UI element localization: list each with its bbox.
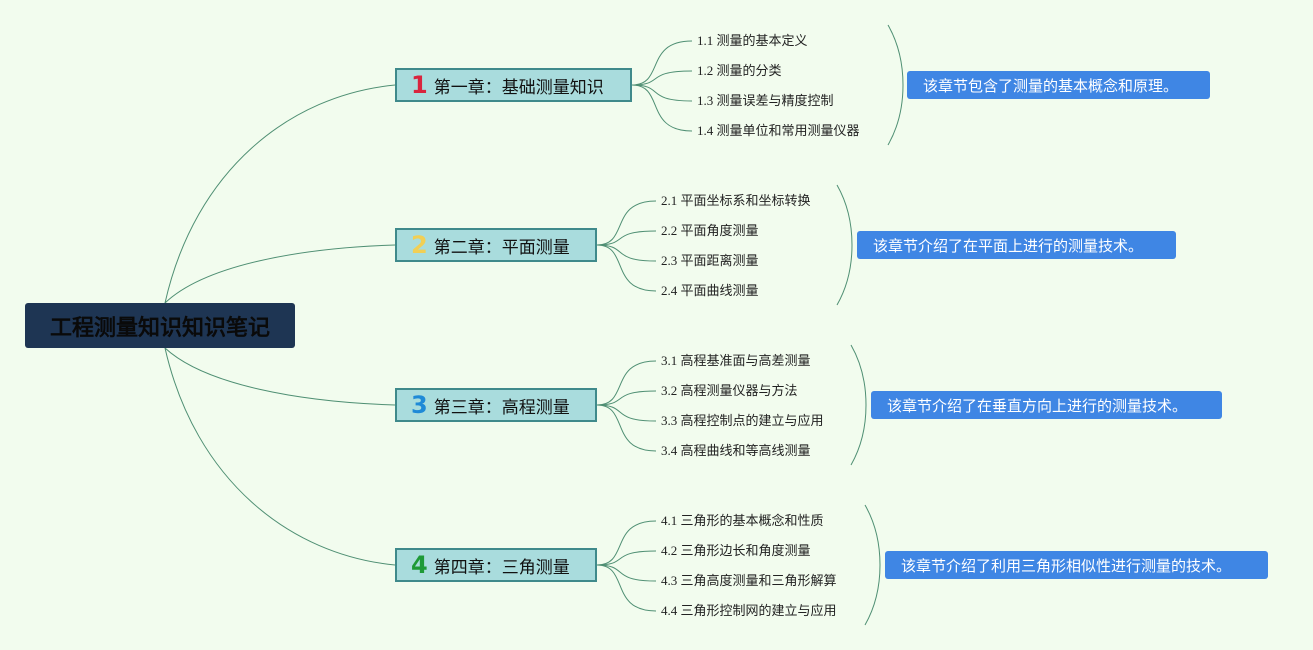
chapter-1-number-marker: 1	[411, 71, 428, 99]
chapter-1-topic[interactable]: 1 第一章：基础测量知识	[395, 68, 632, 102]
section-1-3[interactable]: 1.3 测量误差与精度控制	[697, 93, 834, 108]
chapter-3-summary-text: 该章节介绍了在垂直方向上进行的测量技术。	[887, 396, 1188, 415]
chapter-2-to-section-3-line	[596, 244, 657, 262]
root-to-chapter-3-line	[164, 347, 396, 406]
chapter-2-to-section-1-line	[596, 200, 657, 246]
chapter-4-title: 第四章：三角测量	[433, 557, 570, 578]
section-3-4[interactable]: 3.4 高程曲线和等高线测量	[661, 443, 811, 458]
chapter-1-title: 第一章：基础测量知识	[433, 77, 604, 98]
chapter-3-to-section-1-line	[596, 360, 657, 406]
chapter-3-topic[interactable]: 3 第三章：高程测量	[395, 388, 597, 422]
section-3-2[interactable]: 3.2 高程测量仪器与方法	[661, 383, 798, 398]
chapter-2-summary-text: 该章节介绍了在平面上进行的测量技术。	[873, 236, 1144, 255]
section-2-4[interactable]: 2.4 平面曲线测量	[661, 283, 759, 298]
chapter-2-topic[interactable]: 2 第二章：平面测量	[395, 228, 597, 262]
chapter-3-to-section-4-line	[596, 404, 657, 452]
section-3-3[interactable]: 3.3 高程控制点的建立与应用	[661, 413, 824, 428]
chapter-4-to-section-1-line	[596, 520, 657, 566]
chapter-2-summary-bracket	[836, 184, 853, 306]
chapter-1-summary-bracket	[887, 24, 904, 146]
section-2-3[interactable]: 2.3 平面距离测量	[661, 253, 759, 268]
chapter-4-summary-bracket	[864, 504, 881, 626]
chapter-1-to-section-1-line	[631, 40, 693, 86]
chapter-4-summary[interactable]: 该章节介绍了利用三角形相似性进行测量的技术。	[885, 551, 1268, 579]
chapter-1-to-section-2-line	[631, 70, 693, 86]
section-4-1[interactable]: 4.1 三角形的基本概念和性质	[661, 513, 824, 528]
chapter-3-to-section-3-line	[596, 404, 657, 422]
section-1-2[interactable]: 1.2 测量的分类	[697, 63, 782, 78]
root-to-chapter-1-line	[164, 84, 396, 304]
chapter-4-topic[interactable]: 4 第四章：三角测量	[395, 548, 597, 582]
chapter-3-summary-bracket	[850, 344, 867, 466]
chapter-3-number-marker: 3	[411, 391, 428, 419]
root-topic[interactable]: 工程测量知识知识笔记	[25, 303, 295, 348]
chapter-3-title: 第三章：高程测量	[433, 397, 570, 418]
chapter-2-summary[interactable]: 该章节介绍了在平面上进行的测量技术。	[857, 231, 1176, 259]
root-to-chapter-4-line	[164, 347, 396, 566]
chapter-4-to-section-2-line	[596, 550, 657, 566]
section-2-2[interactable]: 2.2 平面角度测量	[661, 223, 759, 238]
chapter-3-to-section-2-line	[596, 390, 657, 406]
section-2-1[interactable]: 2.1 平面坐标系和坐标转换	[661, 193, 811, 208]
root-title: 工程测量知识知识笔记	[49, 315, 270, 341]
chapter-2-to-section-4-line	[596, 244, 657, 292]
section-4-4[interactable]: 4.4 三角形控制网的建立与应用	[661, 603, 837, 618]
chapter-4-to-section-3-line	[596, 564, 657, 582]
root-to-chapter-2-line	[164, 244, 396, 304]
section-1-4[interactable]: 1.4 测量单位和常用测量仪器	[697, 123, 860, 138]
section-3-1[interactable]: 3.1 高程基准面与高差测量	[661, 353, 811, 368]
chapter-1-summary-text: 该章节包含了测量的基本概念和原理。	[923, 76, 1179, 95]
chapter-3-summary[interactable]: 该章节介绍了在垂直方向上进行的测量技术。	[871, 391, 1222, 419]
chapter-4-to-section-4-line	[596, 564, 657, 612]
chapter-2-number-marker: 2	[411, 231, 428, 259]
chapter-4-summary-text: 该章节介绍了利用三角形相似性进行测量的技术。	[901, 556, 1232, 575]
section-4-3[interactable]: 4.3 三角高度测量和三角形解算	[661, 573, 837, 588]
chapter-4-number-marker: 4	[411, 551, 428, 579]
chapter-1-to-section-3-line	[631, 84, 693, 102]
section-4-2[interactable]: 4.2 三角形边长和角度测量	[661, 543, 811, 558]
chapter-1-summary[interactable]: 该章节包含了测量的基本概念和原理。	[907, 71, 1210, 99]
section-1-1[interactable]: 1.1 测量的基本定义	[697, 33, 808, 48]
chapter-2-to-section-2-line	[596, 230, 657, 246]
chapter-1-to-section-4-line	[631, 84, 693, 132]
chapter-2-title: 第二章：平面测量	[433, 237, 570, 258]
